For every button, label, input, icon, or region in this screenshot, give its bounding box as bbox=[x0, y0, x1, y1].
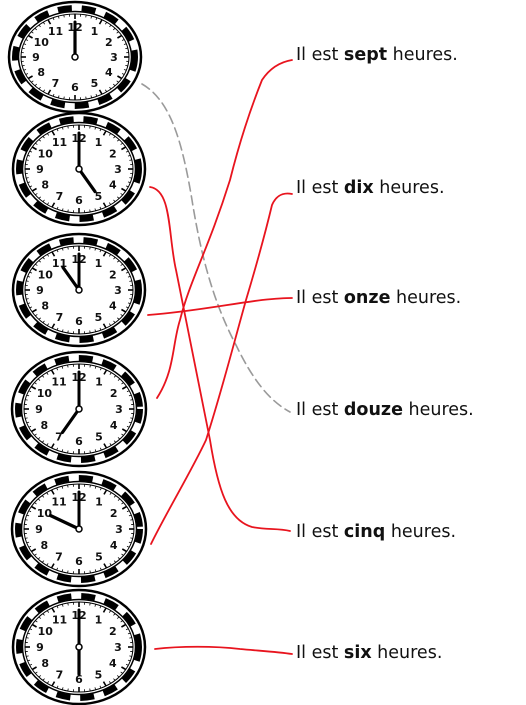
dial-number: 7 bbox=[52, 77, 60, 90]
dial-number: 7 bbox=[56, 311, 64, 324]
dial-number: 9 bbox=[35, 523, 43, 536]
dial-number: 5 bbox=[95, 669, 103, 682]
dial-number: 9 bbox=[32, 51, 40, 64]
hour-hand bbox=[77, 167, 97, 194]
dial-number: 9 bbox=[35, 403, 43, 416]
dial-number: 1 bbox=[95, 257, 103, 270]
dial-number: 5 bbox=[95, 431, 103, 444]
dial-number: 8 bbox=[41, 539, 49, 552]
match-line bbox=[147, 297, 293, 316]
clock-icon: 121234567891011 bbox=[11, 588, 147, 705]
dial-number: 4 bbox=[109, 300, 117, 313]
dial-number: 5 bbox=[91, 77, 99, 90]
dial-number: 4 bbox=[110, 539, 118, 552]
dial-number: 1 bbox=[91, 25, 99, 38]
dial-number: 6 bbox=[75, 315, 83, 328]
dial-number: 7 bbox=[55, 431, 63, 444]
dial-number: 3 bbox=[114, 641, 122, 654]
hour-hand bbox=[61, 265, 81, 292]
dial-number: 3 bbox=[115, 403, 123, 416]
dial-number: 7 bbox=[55, 551, 63, 564]
dial-number: 11 bbox=[52, 613, 67, 626]
dial-number: 2 bbox=[110, 507, 118, 520]
dial-number: 2 bbox=[110, 387, 118, 400]
dial-number: 8 bbox=[41, 657, 49, 670]
dial-number: 11 bbox=[51, 495, 66, 508]
dial-number: 6 bbox=[75, 555, 83, 568]
sentence-sept: Il est sept heures. bbox=[296, 45, 458, 65]
hour-hand bbox=[60, 407, 81, 434]
dial-number: 8 bbox=[41, 419, 49, 432]
dial-number: 4 bbox=[110, 419, 118, 432]
dial-number: 6 bbox=[75, 194, 83, 207]
match-line bbox=[149, 186, 291, 532]
dial-number: 8 bbox=[41, 300, 49, 313]
dial-number: 1 bbox=[95, 136, 103, 149]
dial-number: 7 bbox=[56, 190, 64, 203]
dial-number: 9 bbox=[36, 641, 44, 654]
dial-number: 10 bbox=[38, 148, 54, 161]
dial-number: 5 bbox=[95, 311, 103, 324]
dial-number: 5 bbox=[95, 190, 103, 203]
dial-number: 6 bbox=[75, 673, 83, 686]
dial-number: 3 bbox=[114, 163, 122, 176]
dial-number: 9 bbox=[36, 284, 44, 297]
dial-number: 11 bbox=[52, 136, 67, 149]
sentence-cinq: Il est cinq heures. bbox=[296, 522, 457, 542]
dial-number: 7 bbox=[56, 669, 64, 682]
dial-number: 3 bbox=[114, 284, 122, 297]
dial-number: 11 bbox=[51, 375, 66, 388]
dial-number: 3 bbox=[115, 523, 123, 536]
sentence-onze: Il est onze heures. bbox=[296, 288, 462, 308]
hour-hand bbox=[48, 513, 81, 531]
dial-number: 1 bbox=[95, 495, 103, 508]
clock-icon: 121234567891011 bbox=[11, 111, 147, 227]
dial-number: 4 bbox=[105, 66, 113, 79]
dial-number: 8 bbox=[41, 179, 49, 192]
match-line bbox=[156, 59, 293, 399]
dial-number: 1 bbox=[95, 613, 103, 626]
dial-number: 2 bbox=[109, 269, 117, 282]
sentence-dix: Il est dix heures. bbox=[296, 178, 445, 198]
dial-number: 10 bbox=[37, 507, 53, 520]
clock-icon: 121234567891011 bbox=[7, 0, 143, 114]
sentence-six: Il est six heures. bbox=[296, 643, 443, 663]
dial-number: 2 bbox=[105, 36, 113, 49]
dial-number: 10 bbox=[34, 36, 50, 49]
match-line bbox=[141, 83, 291, 413]
dial-number: 10 bbox=[37, 387, 53, 400]
dial-number: 4 bbox=[109, 179, 117, 192]
match-line bbox=[150, 192, 293, 545]
dial-number: 4 bbox=[109, 657, 117, 670]
dial-number: 5 bbox=[95, 551, 103, 564]
dial-number: 8 bbox=[37, 66, 45, 79]
dial-number: 2 bbox=[109, 148, 117, 161]
dial-number: 6 bbox=[71, 81, 79, 94]
match-lines bbox=[141, 59, 293, 655]
dial-number: 9 bbox=[36, 163, 44, 176]
sentence-douze: Il est douze heures. bbox=[296, 400, 474, 420]
match-line bbox=[154, 645, 293, 655]
dial-number: 3 bbox=[110, 51, 118, 64]
dial-number: 6 bbox=[75, 435, 83, 448]
clock-icon: 121234567891011 bbox=[10, 470, 148, 588]
dial-number: 1 bbox=[95, 375, 103, 388]
clock-icon: 121234567891011 bbox=[11, 232, 147, 348]
dial-number: 2 bbox=[109, 625, 117, 638]
dial-number: 11 bbox=[48, 25, 63, 38]
clock-icon: 121234567891011 bbox=[10, 350, 148, 468]
clock-column: 1212345678910111212345678910111212345678… bbox=[7, 0, 148, 705]
dial-number: 10 bbox=[38, 625, 54, 638]
dial-number: 10 bbox=[38, 269, 54, 282]
